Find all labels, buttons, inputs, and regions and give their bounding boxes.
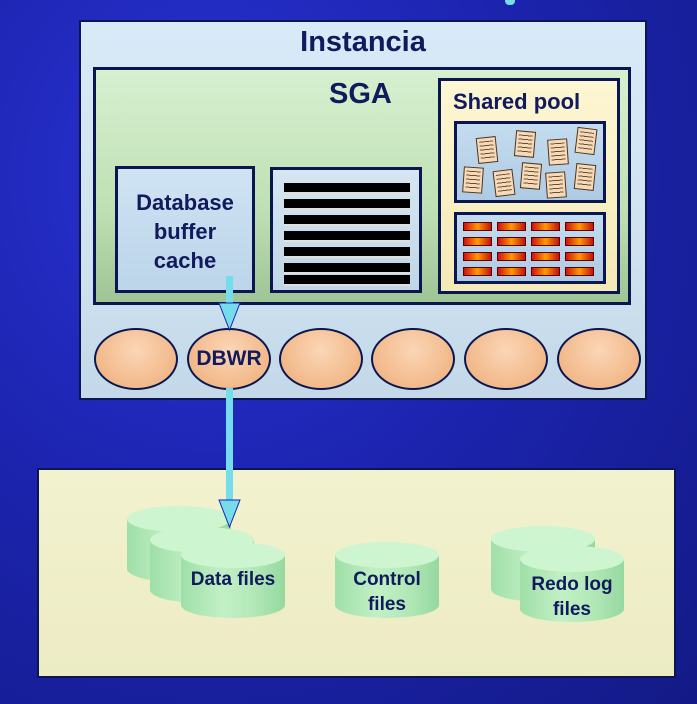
control-files-label: Control files: [335, 567, 439, 617]
instance-box: Instancia SGA Database buffer cache Shar…: [79, 20, 647, 400]
redo-log-file-cylinder: Redo log files: [520, 546, 624, 622]
dbc-line-2: buffer: [153, 219, 217, 244]
database-files-box: Data files Control files Redo log files: [37, 468, 676, 678]
redo-stripe: [284, 231, 410, 242]
dbwr-to-datafiles-arrow: [218, 388, 241, 529]
redo-log-files-line-2: files: [552, 599, 592, 620]
dictionary-cell: [463, 222, 492, 231]
dictionary-cell: [463, 252, 492, 261]
dictionary-cell: [531, 222, 560, 231]
background-process: [464, 328, 548, 390]
data-files-label: Data files: [190, 569, 276, 590]
control-files-line-1: Control: [353, 569, 421, 590]
dbc-line-3: cache: [153, 248, 217, 273]
dictionary-cell: [531, 267, 560, 276]
cache-to-dbwr-arrow: [218, 276, 241, 332]
redo-log-files-label: Redo log files: [520, 572, 624, 622]
redo-stripe: [284, 275, 410, 286]
dictionary-cell: [463, 267, 492, 276]
dictionary-cell: [565, 222, 594, 231]
dictionary-cell: [463, 237, 492, 246]
redo-log-files-line-1: Redo log: [531, 574, 613, 595]
dictionary-cell: [497, 267, 526, 276]
background-process: [279, 328, 363, 390]
background-process: [557, 328, 641, 390]
dictionary-cell: [565, 267, 594, 276]
dictionary-cell: [497, 252, 526, 261]
sga-title: SGA: [329, 78, 392, 110]
dictionary-cell: [531, 237, 560, 246]
control-file-cylinder: Control files: [335, 542, 439, 618]
data-file-cylinder: Data files: [181, 542, 285, 618]
sga-box: SGA Database buffer cache Shared pool: [93, 67, 631, 305]
database-buffer-cache: Database buffer cache: [115, 166, 255, 293]
dictionary-cell: [497, 222, 526, 231]
data-dictionary-cache: [454, 212, 606, 284]
background-process: [371, 328, 455, 390]
redo-log-buffer: [270, 167, 422, 293]
redo-stripe: [284, 183, 410, 194]
shared-pool: Shared pool: [438, 78, 620, 294]
redo-stripe: [284, 199, 410, 210]
redo-stripe: [284, 263, 410, 274]
dictionary-cell: [531, 252, 560, 261]
redo-stripe: [284, 215, 410, 226]
control-files-line-2: files: [367, 594, 407, 615]
shared-pool-title: Shared pool: [453, 89, 581, 114]
dictionary-cell: [497, 237, 526, 246]
dbc-line-1: Database: [136, 190, 234, 215]
instance-title: Instancia: [300, 26, 426, 58]
decorative-accent: [505, 0, 515, 5]
library-cache: [454, 121, 606, 203]
background-process: [94, 328, 178, 390]
redo-stripe: [284, 247, 410, 258]
dictionary-cell: [565, 237, 594, 246]
dictionary-cell: [565, 252, 594, 261]
